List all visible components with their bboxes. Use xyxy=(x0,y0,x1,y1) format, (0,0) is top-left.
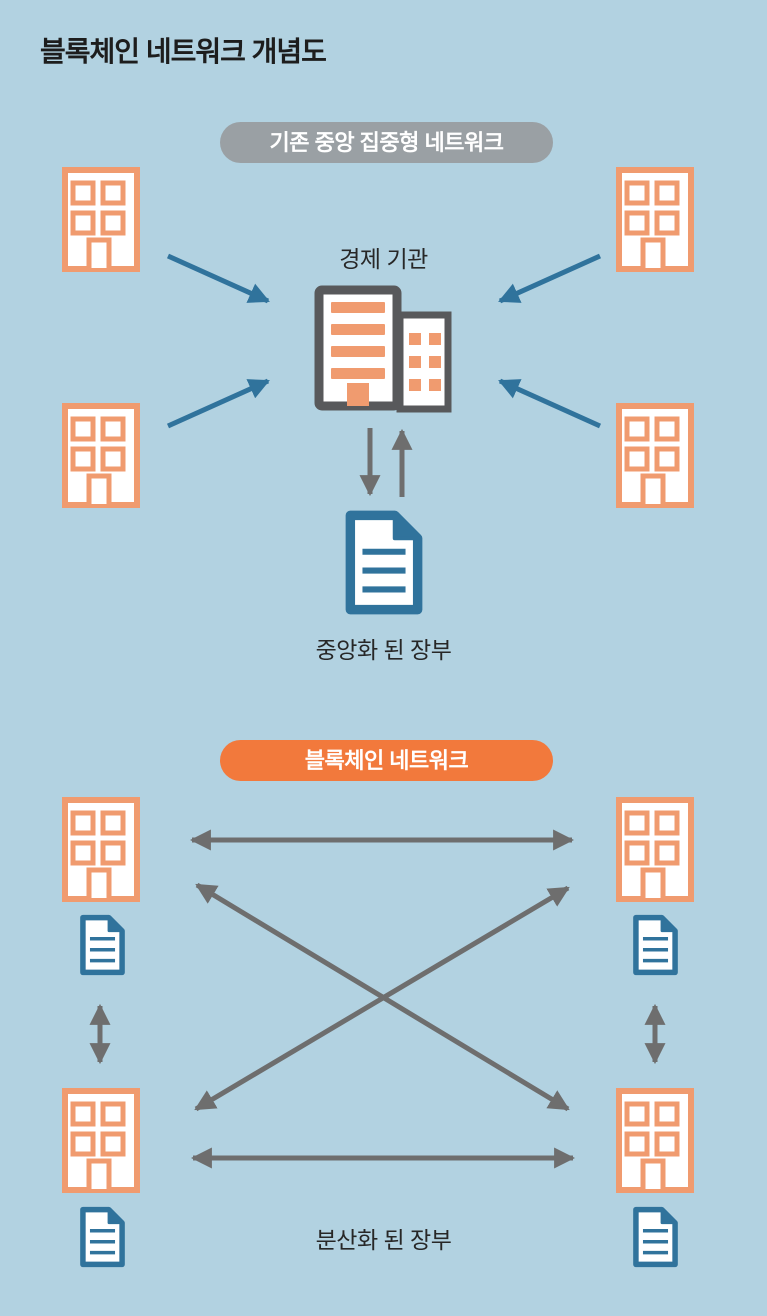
centralized-network-badge: 기존 중앙 집중형 네트워크 xyxy=(220,122,553,163)
distributed-ledger-label: 분산화 된 장부 xyxy=(315,1227,452,1253)
diagram-title: 블록체인 네트워크 개념도 xyxy=(40,36,327,67)
arrow-midright-to-institution xyxy=(498,378,602,429)
institution-label: 경제 기관 xyxy=(339,246,428,272)
centralized-ledger-label: 중앙화 된 장부 xyxy=(315,637,452,663)
blockchain-network-badge: 블록체인 네트워크 xyxy=(220,740,553,781)
arrow-diagonal-bl-tr xyxy=(194,885,570,1112)
arrow-topleft-to-institution xyxy=(166,253,270,304)
arrow-midleft-to-institution xyxy=(166,378,270,429)
arrow-topright-to-institution xyxy=(498,253,602,304)
